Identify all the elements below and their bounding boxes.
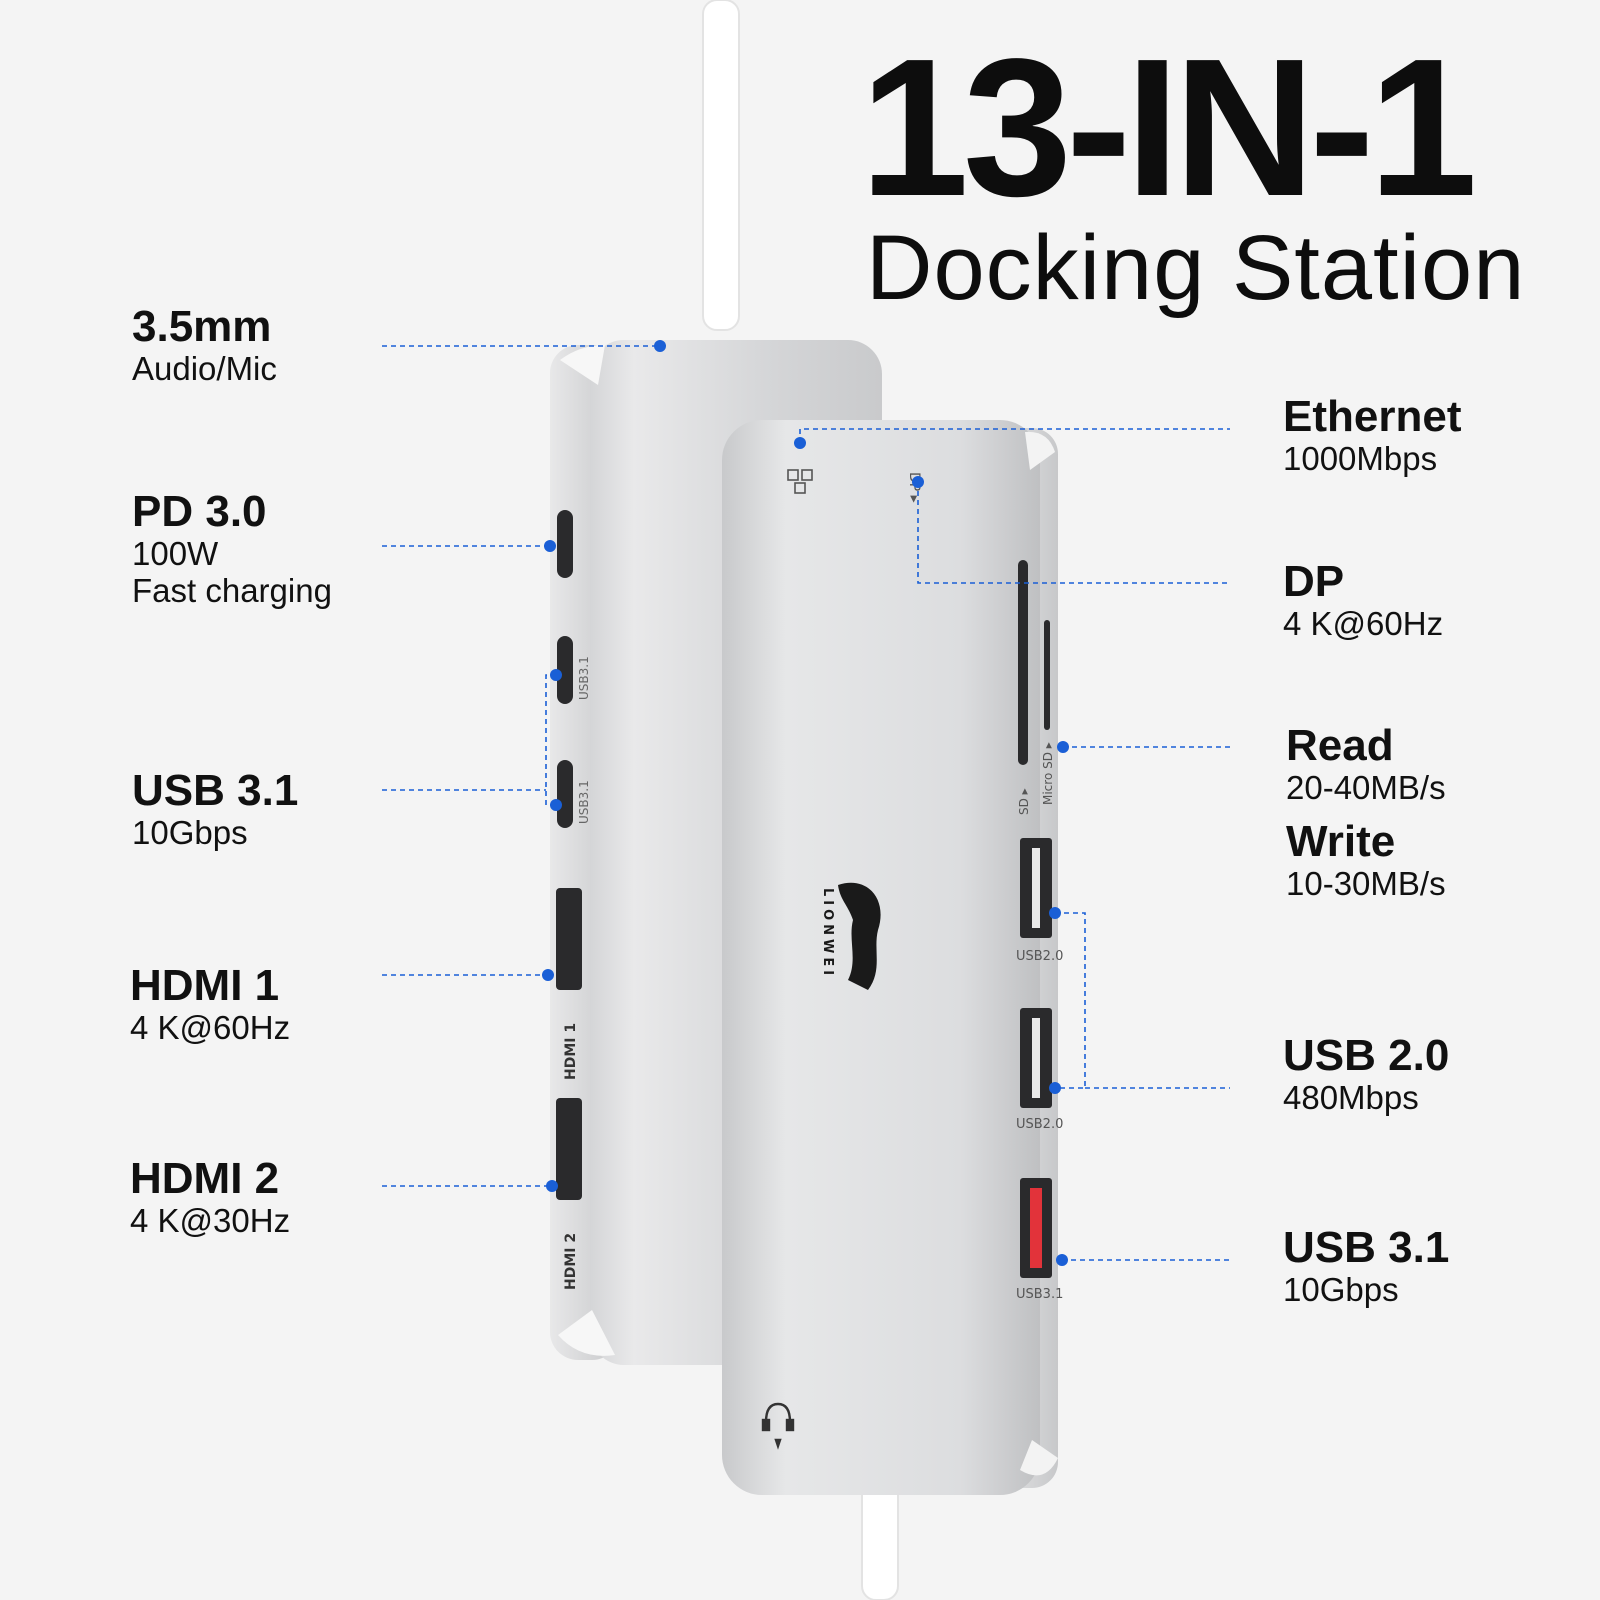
usbc-port-2: [557, 760, 573, 828]
front-hub-face: [722, 420, 1040, 1495]
port-mark-usb31-b: USB3.1: [577, 780, 591, 824]
port-mark-hdmi2: HDMI 2: [563, 1233, 579, 1290]
brand-name: LIONWEI: [820, 888, 835, 979]
microsd-slot: [1044, 620, 1050, 730]
label-usb20-line1: 480Mbps: [1283, 1079, 1419, 1117]
ethernet-icon: [787, 469, 813, 494]
cable-top: [702, 0, 740, 331]
label-pd: PD 3.0 100W Fast charging: [132, 487, 332, 609]
label-usb31-right-line1: 10Gbps: [1283, 1271, 1399, 1309]
label-usb31-right-title: USB 3.1: [1283, 1223, 1450, 1272]
label-dp-title: DP: [1283, 557, 1345, 606]
leader-lines: [382, 345, 1230, 1261]
label-usb20-title: USB 2.0: [1283, 1031, 1450, 1080]
label-audio: 3.5mm Audio/Mic: [132, 302, 277, 388]
label-hdmi2-line1: 4 K@30Hz: [130, 1202, 291, 1240]
label-hdmi2: HDMI 2 4 K@30Hz: [130, 1154, 291, 1240]
label-read-title: Read: [1286, 721, 1394, 770]
label-read: Read 20-40MB/s: [1286, 721, 1446, 807]
label-dp: DP 4 K@60Hz: [1283, 557, 1444, 643]
usbc-port-1: [557, 636, 573, 704]
label-ethernet-line1: 1000Mbps: [1283, 440, 1438, 478]
hdmi-port-1: [556, 888, 582, 990]
brand-logo: LIONWEI: [820, 882, 881, 990]
label-hdmi1: HDMI 1 4 K@60Hz: [130, 961, 291, 1047]
label-read-line1: 20-40MB/s: [1286, 769, 1446, 807]
hdmi-port-2: [556, 1098, 582, 1200]
port-mark-microsd: Micro SD ▸: [1041, 742, 1055, 805]
label-usb31-left: USB 3.1 10Gbps: [132, 766, 299, 852]
label-dp-line1: 4 K@60Hz: [1283, 605, 1444, 643]
label-hdmi1-line1: 4 K@60Hz: [130, 1009, 291, 1047]
label-write-title: Write: [1286, 817, 1396, 866]
label-audio-title: 3.5mm: [132, 302, 272, 351]
label-hdmi2-title: HDMI 2: [130, 1154, 280, 1203]
port-mark-hdmi1: HDMI 1: [563, 1023, 579, 1080]
label-audio-line1: Audio/Mic: [132, 350, 277, 388]
port-mark-usb31-a: USB3.1: [577, 656, 591, 700]
headphone-icon: [761, 1402, 795, 1450]
label-pd-line1: 100W: [132, 535, 219, 573]
label-write-line1: 10-30MB/s: [1286, 865, 1446, 903]
subheadline: Docking Station: [866, 217, 1526, 319]
label-pd-title: PD 3.0: [132, 487, 267, 536]
label-usb31-left-line1: 10Gbps: [132, 814, 248, 852]
port-mark-usb20-a: USB2.0: [1016, 949, 1063, 964]
front-hub: [722, 420, 1058, 1495]
label-usb31-right: USB 3.1 10Gbps: [1283, 1223, 1450, 1309]
label-write: Write 10-30MB/s: [1286, 817, 1446, 903]
leader-dots: [542, 340, 1069, 1266]
label-usb20: USB 2.0 480Mbps: [1283, 1031, 1450, 1117]
leader-dp: [917, 482, 1230, 584]
label-usb31-left-title: USB 3.1: [132, 766, 299, 815]
port-mark-usb31-c: USB3.1: [1016, 1287, 1063, 1302]
label-ethernet-title: Ethernet: [1283, 392, 1462, 441]
port-mark-sd: SD ▸: [1017, 788, 1031, 815]
sd-slot: [1018, 560, 1028, 765]
pd-usbc-port: [557, 510, 573, 578]
label-pd-line2: Fast charging: [132, 571, 332, 609]
leader-usb20: [1055, 912, 1086, 1089]
label-hdmi1-title: HDMI 1: [130, 961, 280, 1010]
headline: 13-IN-1: [860, 18, 1478, 237]
label-ethernet: Ethernet 1000Mbps: [1283, 392, 1462, 478]
port-mark-usb20-b: USB2.0: [1016, 1117, 1063, 1132]
